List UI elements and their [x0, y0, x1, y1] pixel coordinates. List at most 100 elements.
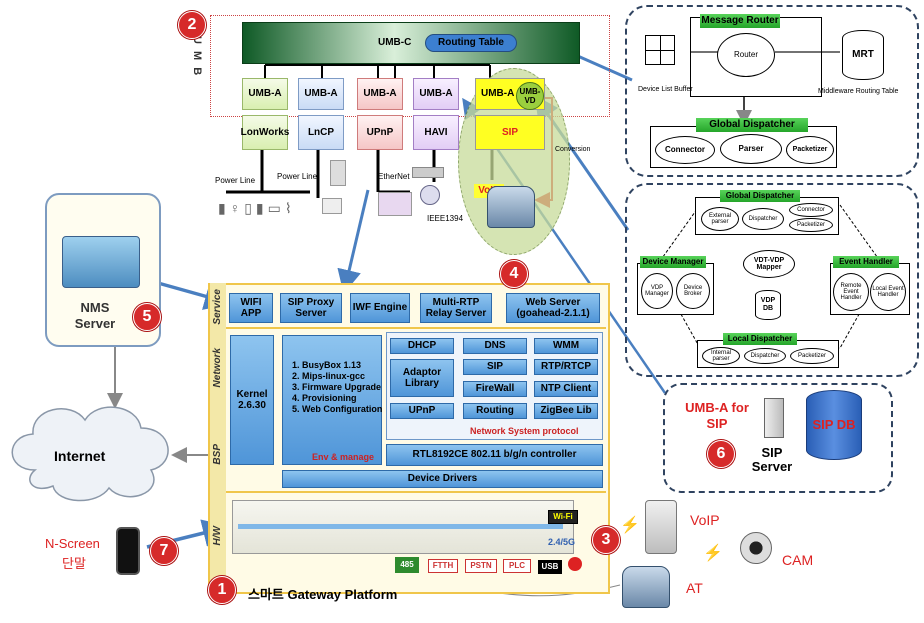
device-list-label: Device List Buffer	[638, 86, 693, 93]
env-item: Provisioning	[302, 393, 392, 404]
lncp-appliance-icon	[330, 160, 346, 186]
net-dns[interactable]: DNS	[463, 338, 527, 354]
local-event-handler[interactable]: Local Event Handler	[870, 273, 906, 311]
net-dhcp[interactable]: DHCP	[390, 338, 454, 354]
internal-parser[interactable]: Internal parser	[702, 347, 740, 365]
vdt-vdp-mapper[interactable]: VDT-VDP Mapper	[743, 250, 795, 278]
env-items-list: BusyBox 1.13 Mips-linux-gcc Firmware Upg…	[284, 360, 392, 415]
net-wmm[interactable]: WMM	[534, 338, 598, 354]
net-sip[interactable]: SIP	[463, 359, 527, 375]
ieee1394-label: IEEE1394	[427, 214, 464, 223]
vd-panel	[625, 183, 919, 377]
hw-plc: PLC	[503, 559, 531, 573]
local-packetizer[interactable]: Packetizer	[790, 348, 834, 364]
net-firewall[interactable]: FireWall	[463, 381, 527, 397]
appliance-icons: ▮♀▯▮▭⌇	[218, 200, 296, 216]
vd-packetizer[interactable]: Packetizer	[789, 218, 833, 232]
umb-vd[interactable]: UMB-VD	[516, 82, 544, 110]
svc-multi-rtp[interactable]: Multi-RTP Relay Server	[420, 293, 492, 323]
hw-ftth: FTTH	[428, 559, 458, 573]
umb-a-havi[interactable]: UMB-A	[413, 78, 459, 110]
umb-a-sip-label: UMB-A	[481, 88, 515, 100]
device-drivers[interactable]: Device Drivers	[282, 470, 603, 488]
device-manager-title: Device Manager	[640, 256, 706, 268]
net-zigbee[interactable]: ZigBee Lib	[534, 403, 598, 419]
event-handler-title: Event Handler	[833, 256, 899, 268]
marker-7: 7	[150, 537, 178, 565]
hw-usb: USB	[538, 560, 562, 574]
net-ntp-client[interactable]: NTP Client	[534, 381, 598, 397]
vd-connector[interactable]: Connector	[789, 203, 833, 217]
svc-sip-proxy[interactable]: SIP Proxy Server	[280, 293, 342, 323]
env-item: Web Configuration	[302, 404, 392, 415]
net-routing[interactable]: Routing	[463, 403, 527, 419]
sip-server-panel	[663, 383, 893, 493]
net-title: Network System protocol	[470, 426, 579, 436]
umb-label: U M B	[191, 36, 203, 78]
wireless-icon-1: ⚡	[620, 517, 640, 534]
nms-operator-icon	[62, 236, 140, 288]
voip-videophone-icon	[645, 500, 677, 554]
gw-left-strip	[210, 283, 226, 588]
bsp-label: BSP	[212, 444, 223, 465]
protocol-upnp[interactable]: UPnP	[357, 115, 403, 150]
net-upnp[interactable]: UPnP	[390, 403, 454, 419]
power-line-1-label: Power Line	[215, 176, 256, 185]
internet-cloud	[11, 406, 169, 502]
rtl-controller[interactable]: RTL8192CE 802.11 b/g/n controller	[386, 444, 603, 466]
conversion-label: Conversion	[555, 146, 591, 153]
sip-db[interactable]: SIP DB	[806, 390, 862, 460]
device-broker[interactable]: Device Broker	[676, 273, 710, 309]
device-list-buffer-icon	[645, 35, 675, 65]
kernel-box[interactable]: Kernel 2.6.30	[230, 335, 274, 465]
env-item: BusyBox 1.13	[302, 360, 392, 371]
sip-server-icon	[764, 398, 784, 438]
n-screen-label-2: 단말	[62, 556, 86, 571]
vd-global-title: Global Dispatcher	[720, 190, 800, 202]
lncp-appliance2-icon	[322, 198, 342, 214]
power-line-2-label: Power Line	[277, 172, 318, 181]
connector-node[interactable]: Connector	[655, 136, 715, 164]
wireless-icon-2: ⚡	[703, 545, 723, 562]
camera-icon	[420, 185, 440, 205]
router-node[interactable]: Router	[717, 33, 775, 77]
routing-table[interactable]: Routing Table	[425, 34, 517, 52]
net-rtp[interactable]: RTP/RTCP	[534, 359, 598, 375]
svc-wifi-app[interactable]: WIFI APP	[229, 293, 273, 323]
hw-485: 485	[395, 557, 419, 573]
hw-pstn: PSTN	[465, 559, 497, 573]
svc-iwf-engine[interactable]: IWF Engine	[350, 293, 410, 323]
protocol-lncp[interactable]: LnCP	[298, 115, 344, 150]
mrt-db[interactable]: MRT	[842, 30, 884, 80]
protocol-lonworks[interactable]: LonWorks	[241, 115, 289, 150]
network-label: Network	[212, 348, 223, 388]
vd-dispatcher[interactable]: Dispatcher	[742, 208, 784, 230]
env-title: Env & manage	[312, 452, 375, 462]
umb-a-lonworks[interactable]: UMB-A	[242, 78, 288, 110]
umb-a-lncp[interactable]: UMB-A	[298, 78, 344, 110]
packetizer-node[interactable]: Packetizer	[786, 136, 834, 164]
env-item: Firmware Upgrade	[302, 382, 392, 393]
net-adaptor-library[interactable]: Adaptor Library	[390, 359, 454, 397]
hw-label: H/W	[212, 526, 223, 546]
umb-c-label: UMB-C	[378, 37, 412, 49]
svc-web-server[interactable]: Web Server (goahead-2.1.1)	[506, 293, 600, 323]
gateway-title: 스마트 Gateway Platform	[248, 587, 398, 602]
havi-device-icon	[412, 167, 444, 178]
umb-c-box: UMB-C	[242, 22, 580, 64]
vd-ext-parser[interactable]: External parser	[701, 207, 739, 231]
remote-event-handler[interactable]: Remote Event Handler	[833, 273, 869, 311]
vdp-db[interactable]: VDP DB	[755, 290, 781, 320]
band-label: 2.4/5G	[548, 537, 576, 547]
protocol-havi[interactable]: HAVI	[413, 115, 459, 150]
umb-a-upnp[interactable]: UMB-A	[357, 78, 403, 110]
mr-title: Message Router	[700, 14, 780, 28]
zigbee-icon	[568, 557, 582, 571]
at-label: AT	[686, 580, 703, 596]
protocol-sip[interactable]: SIP	[475, 115, 545, 150]
vdp-manager[interactable]: VDP Manager	[641, 273, 673, 309]
local-dispatcher-node[interactable]: Dispatcher	[744, 348, 786, 364]
parser-node[interactable]: Parser	[720, 134, 782, 164]
n-screen-label-1: N-Screen	[45, 536, 100, 551]
env-manage-box[interactable]	[282, 335, 382, 465]
